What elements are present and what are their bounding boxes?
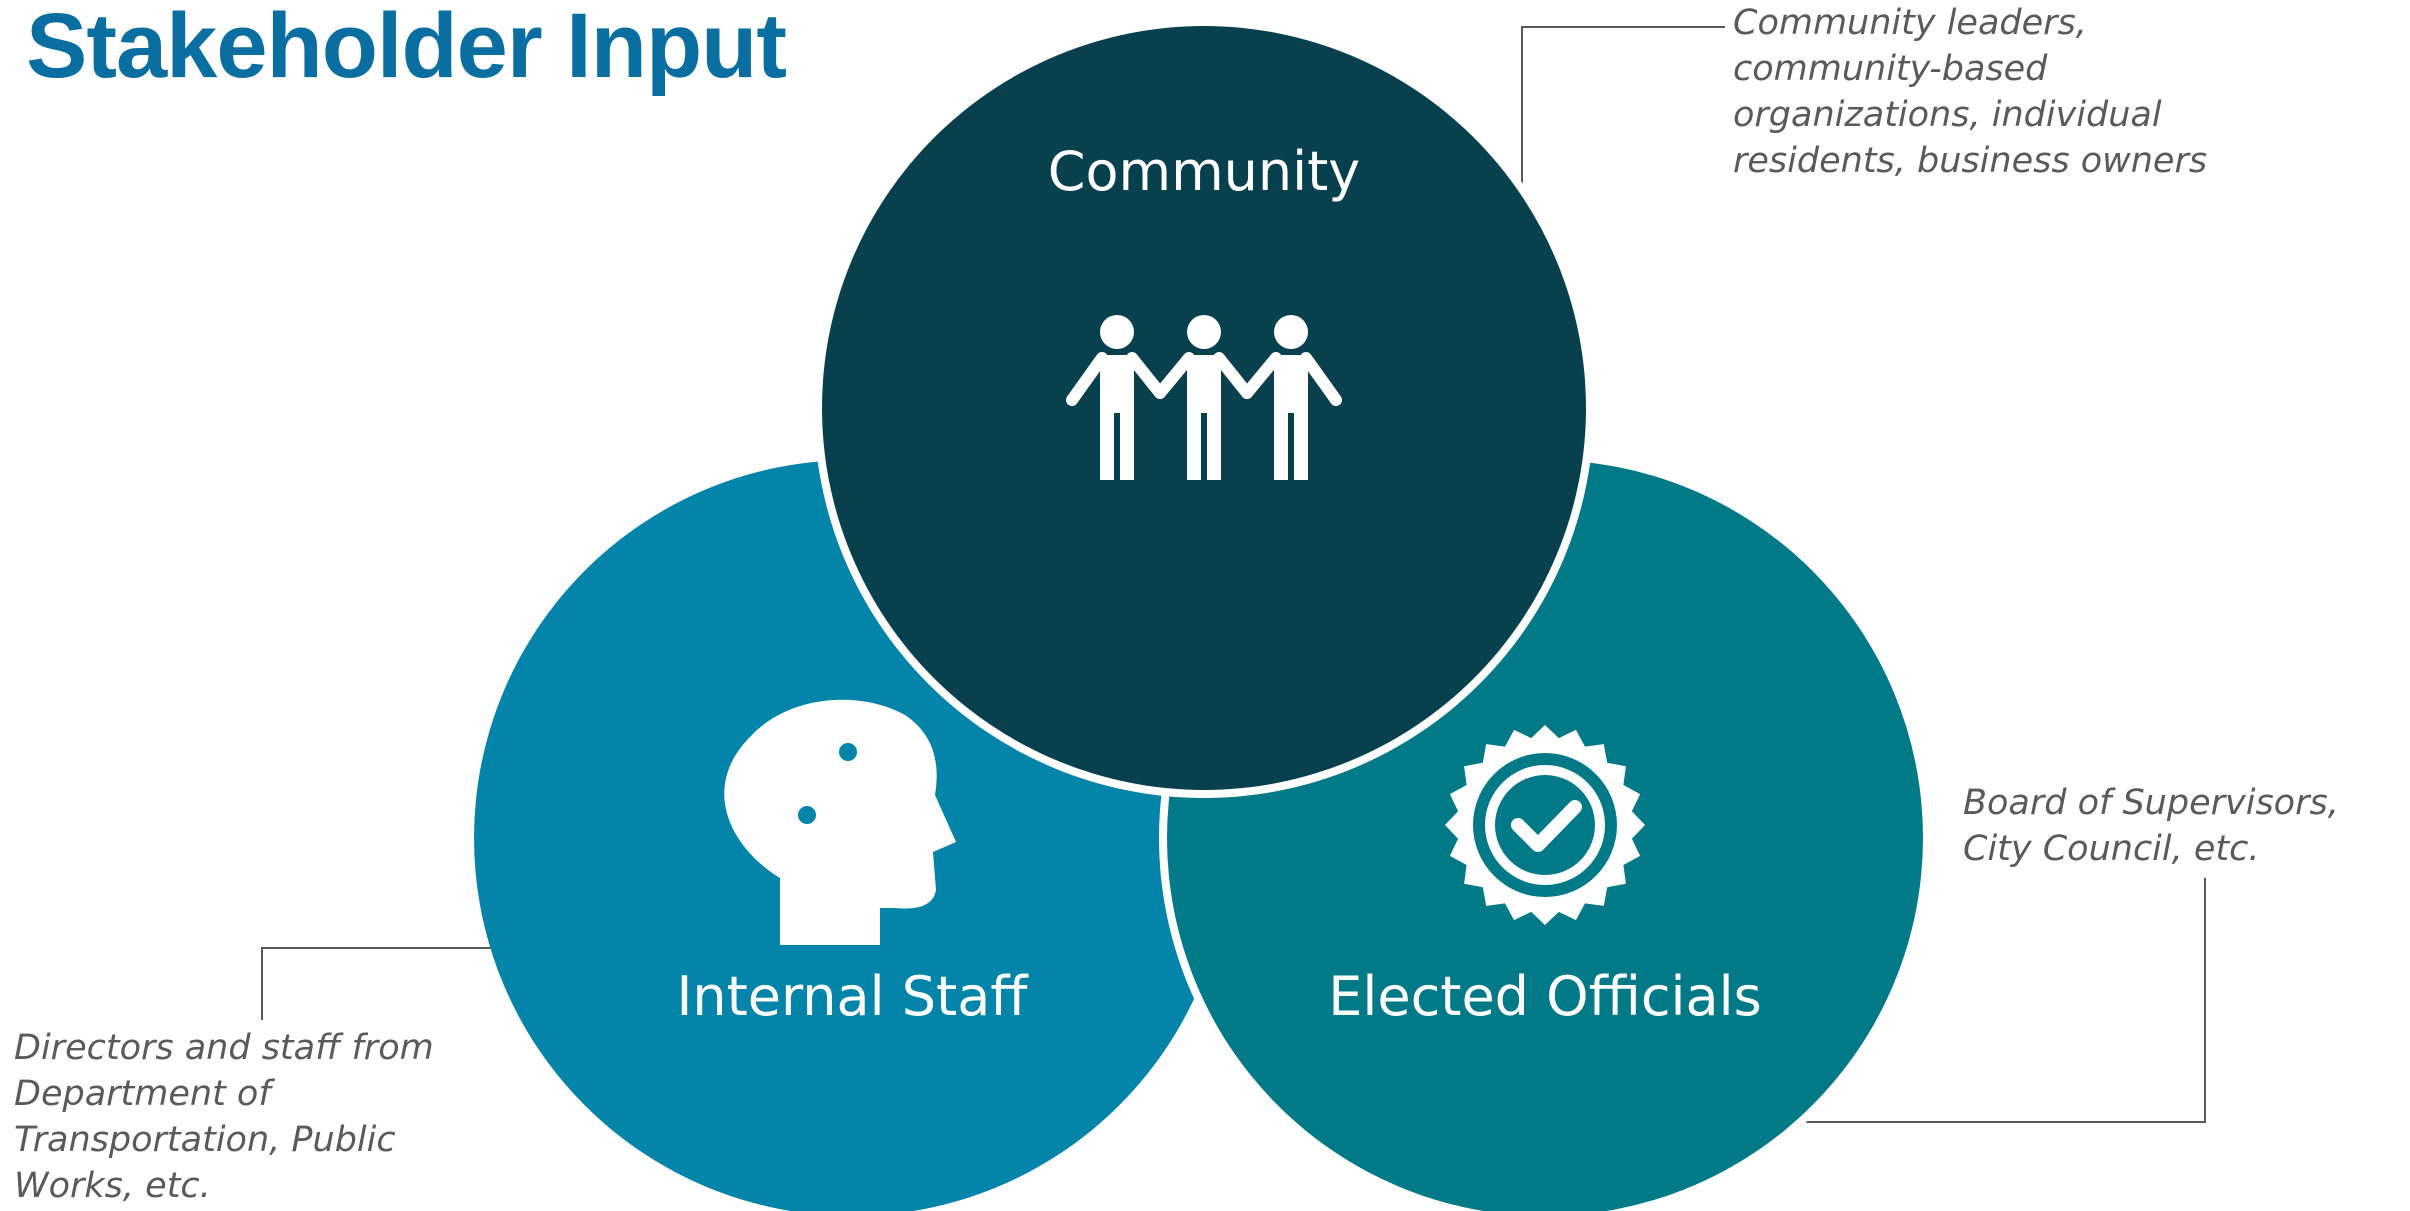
internal-staff-connector-line	[261, 947, 500, 1020]
community-description: Community leaders, community-based organ…	[1733, 3, 2208, 181]
elected-officials-connector-line	[1790, 878, 2206, 1123]
community-label: Community	[1048, 140, 1361, 203]
internal-staff-description: Directors and staff from Department of T…	[14, 1028, 434, 1206]
page-title: Stakeholder Input	[26, 0, 787, 97]
internal-staff-label: Internal Staff	[676, 965, 1029, 1028]
community-connector-line	[1521, 26, 1725, 195]
people-holding-hands-icon	[1066, 315, 1342, 480]
head-with-gears-icon	[724, 699, 956, 945]
badge-checkmark-icon	[1445, 725, 1645, 925]
elected-officials-description: Board of Supervisors, City Council, etc.	[1963, 783, 2339, 869]
elected-officials-label: Elected Officials	[1328, 965, 1762, 1028]
